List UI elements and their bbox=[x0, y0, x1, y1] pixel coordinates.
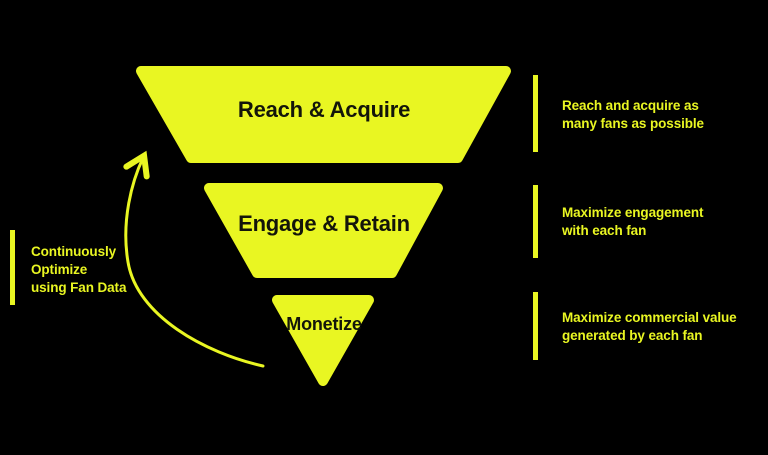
funnel-stage-3-shape bbox=[272, 295, 374, 386]
stage-label-monetize: Monetize bbox=[286, 314, 362, 334]
annotation-continuous-optimize: Continuously Optimize using Fan Data bbox=[10, 230, 210, 305]
annotation-engage-retain-text: Maximize engagement with each fan bbox=[562, 204, 704, 240]
stage-label-engage-retain: Engage & Retain bbox=[238, 211, 410, 236]
annotation-continuous-optimize-text: Continuously Optimize using Fan Data bbox=[31, 243, 126, 297]
annotation-monetize: Maximize commercial value generated by e… bbox=[533, 292, 768, 360]
annotation-divider-bar bbox=[10, 230, 15, 305]
annotation-divider-bar bbox=[533, 75, 538, 152]
funnel-stage-1-shape bbox=[136, 66, 511, 163]
annotation-line: generated by each fan bbox=[562, 328, 703, 343]
annotation-reach-acquire-text: Reach and acquire as many fans as possib… bbox=[562, 97, 704, 133]
annotation-reach-acquire: Reach and acquire as many fans as possib… bbox=[533, 75, 763, 152]
annotation-line: Reach and acquire as bbox=[562, 98, 699, 113]
annotation-line: using Fan Data bbox=[31, 280, 127, 295]
cycle-arrow bbox=[123, 150, 265, 368]
stage-label-reach-acquire: Reach & Acquire bbox=[237, 97, 411, 122]
annotation-line: many fans as possible bbox=[562, 116, 704, 131]
annotation-line: Maximize engagement bbox=[562, 205, 704, 220]
annotation-line: Maximize commercial value bbox=[562, 310, 737, 325]
annotation-monetize-text: Maximize commercial value generated by e… bbox=[562, 309, 737, 345]
annotation-divider-bar bbox=[533, 185, 538, 258]
annotation-line: Continuously bbox=[31, 244, 117, 259]
annotation-line: Optimize bbox=[31, 262, 88, 277]
funnel-stage-2-shape bbox=[204, 183, 443, 278]
annotation-divider-bar bbox=[533, 292, 538, 360]
annotation-engage-retain: Maximize engagement with each fan bbox=[533, 185, 763, 258]
annotation-line: with each fan bbox=[562, 223, 647, 238]
